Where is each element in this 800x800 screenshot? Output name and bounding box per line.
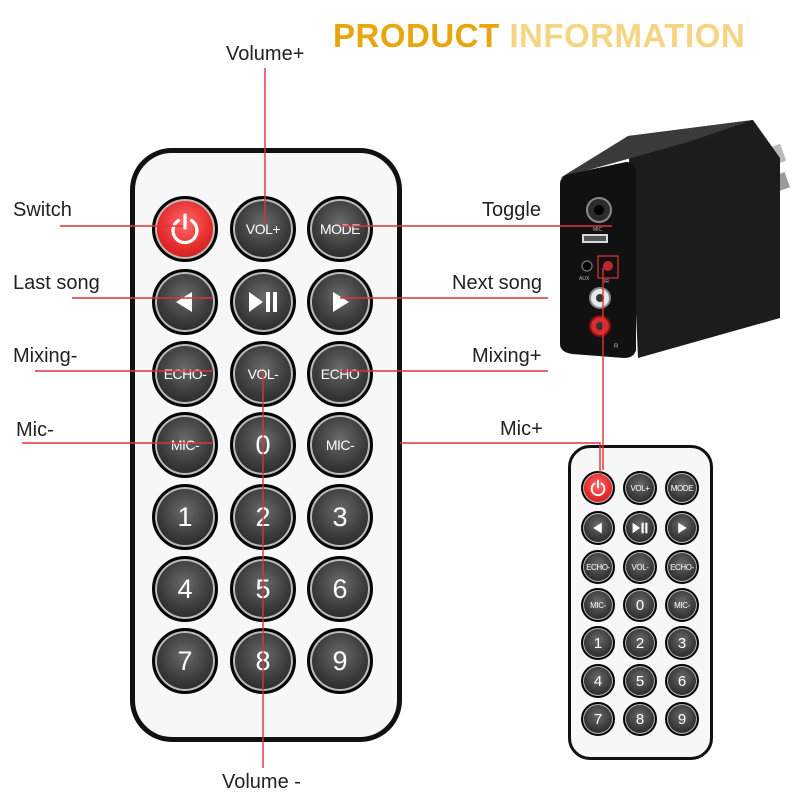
vol-minus-button[interactable]: VOL-: [230, 341, 296, 407]
small-digit-3-button[interactable]: 3: [665, 626, 699, 660]
digit-9-button[interactable]: 9: [307, 628, 373, 694]
small-digit-9-button[interactable]: 9: [665, 702, 699, 736]
small-vol-plus-button[interactable]: VOL+: [623, 471, 657, 505]
next-icon: [333, 292, 349, 312]
play-pause-button[interactable]: [230, 269, 296, 335]
title-word-product: PRODUCT: [333, 17, 500, 54]
small-mic-plus-button[interactable]: MIC-: [665, 588, 699, 622]
mic-plus-button[interactable]: MIC-: [307, 412, 373, 478]
small-next-button[interactable]: [665, 511, 699, 545]
small-play-pause-button[interactable]: [623, 511, 657, 545]
small-power-button[interactable]: [581, 471, 615, 505]
play-pause-icon: [632, 522, 648, 534]
previous-button[interactable]: [152, 269, 218, 335]
product-information-title: PRODUCT INFORMATION: [333, 12, 745, 60]
bluetooth-receiver-device: MIC AUX IR R: [560, 120, 790, 358]
callout-switch: Switch: [13, 199, 72, 221]
device-mic-label: MIC: [593, 227, 603, 233]
vol-plus-button[interactable]: VOL+: [230, 196, 296, 262]
title-word-information: INFORMATION: [509, 17, 746, 54]
digit-2-button[interactable]: 2: [230, 484, 296, 550]
digit-1-button[interactable]: 1: [152, 484, 218, 550]
callout-mixing-minus: Mixing-: [13, 345, 78, 367]
remote-control-large: VOL+ MODE ECHO- VOL- ECHO MIC- 0 MIC- 1 …: [130, 148, 402, 742]
small-previous-button[interactable]: [581, 511, 615, 545]
echo-minus-button[interactable]: ECHO-: [152, 341, 218, 407]
device-ir-label: IR: [604, 279, 609, 285]
callout-mic-plus: Mic+: [500, 418, 543, 440]
callout-volume-minus: Volume -: [222, 771, 301, 793]
power-button[interactable]: [152, 196, 218, 262]
small-digit-1-button[interactable]: 1: [581, 626, 615, 660]
small-echo-minus-button[interactable]: ECHO-: [581, 550, 615, 584]
digit-0-button[interactable]: 0: [230, 412, 296, 478]
digit-3-button[interactable]: 3: [307, 484, 373, 550]
callout-last-song: Last song: [13, 272, 100, 294]
small-mode-button[interactable]: MODE: [665, 471, 699, 505]
digit-6-button[interactable]: 6: [307, 556, 373, 622]
digit-5-button[interactable]: 5: [230, 556, 296, 622]
small-digit-8-button[interactable]: 8: [623, 702, 657, 736]
device-aux-label: AUX: [579, 276, 590, 282]
mic-minus-button[interactable]: MIC-: [152, 412, 218, 478]
next-button[interactable]: [307, 269, 373, 335]
digit-8-button[interactable]: 8: [230, 628, 296, 694]
callout-volume-plus: Volume+: [226, 43, 305, 65]
remote-control-small: VOL+ MODE ECHO- VOL- ECHO- MIC- 0 MIC- 1…: [568, 445, 713, 760]
callout-next-song: Next song: [452, 272, 543, 294]
power-icon: [590, 479, 606, 497]
small-digit-7-button[interactable]: 7: [581, 702, 615, 736]
small-digit-6-button[interactable]: 6: [665, 664, 699, 698]
callout-mic-minus: Mic-: [16, 419, 54, 441]
play-pause-icon: [249, 292, 277, 312]
callout-mixing-plus: Mixing+: [472, 345, 542, 367]
digit-4-button[interactable]: 4: [152, 556, 218, 622]
small-digit-2-button[interactable]: 2: [623, 626, 657, 660]
mode-button[interactable]: MODE: [307, 196, 373, 262]
previous-icon: [176, 292, 192, 312]
small-mic-minus-button[interactable]: MIC-: [581, 588, 615, 622]
small-digit-5-button[interactable]: 5: [623, 664, 657, 698]
previous-icon: [593, 522, 602, 534]
small-digit-0-button[interactable]: 0: [623, 588, 657, 622]
device-r-label: R: [614, 344, 619, 350]
echo-plus-button[interactable]: ECHO: [307, 341, 373, 407]
power-icon: [171, 213, 199, 245]
small-vol-minus-button[interactable]: VOL-: [623, 550, 657, 584]
callout-toggle: Toggle: [482, 199, 541, 221]
small-digit-4-button[interactable]: 4: [581, 664, 615, 698]
next-icon: [678, 522, 687, 534]
small-echo-plus-button[interactable]: ECHO-: [665, 550, 699, 584]
digit-7-button[interactable]: 7: [152, 628, 218, 694]
